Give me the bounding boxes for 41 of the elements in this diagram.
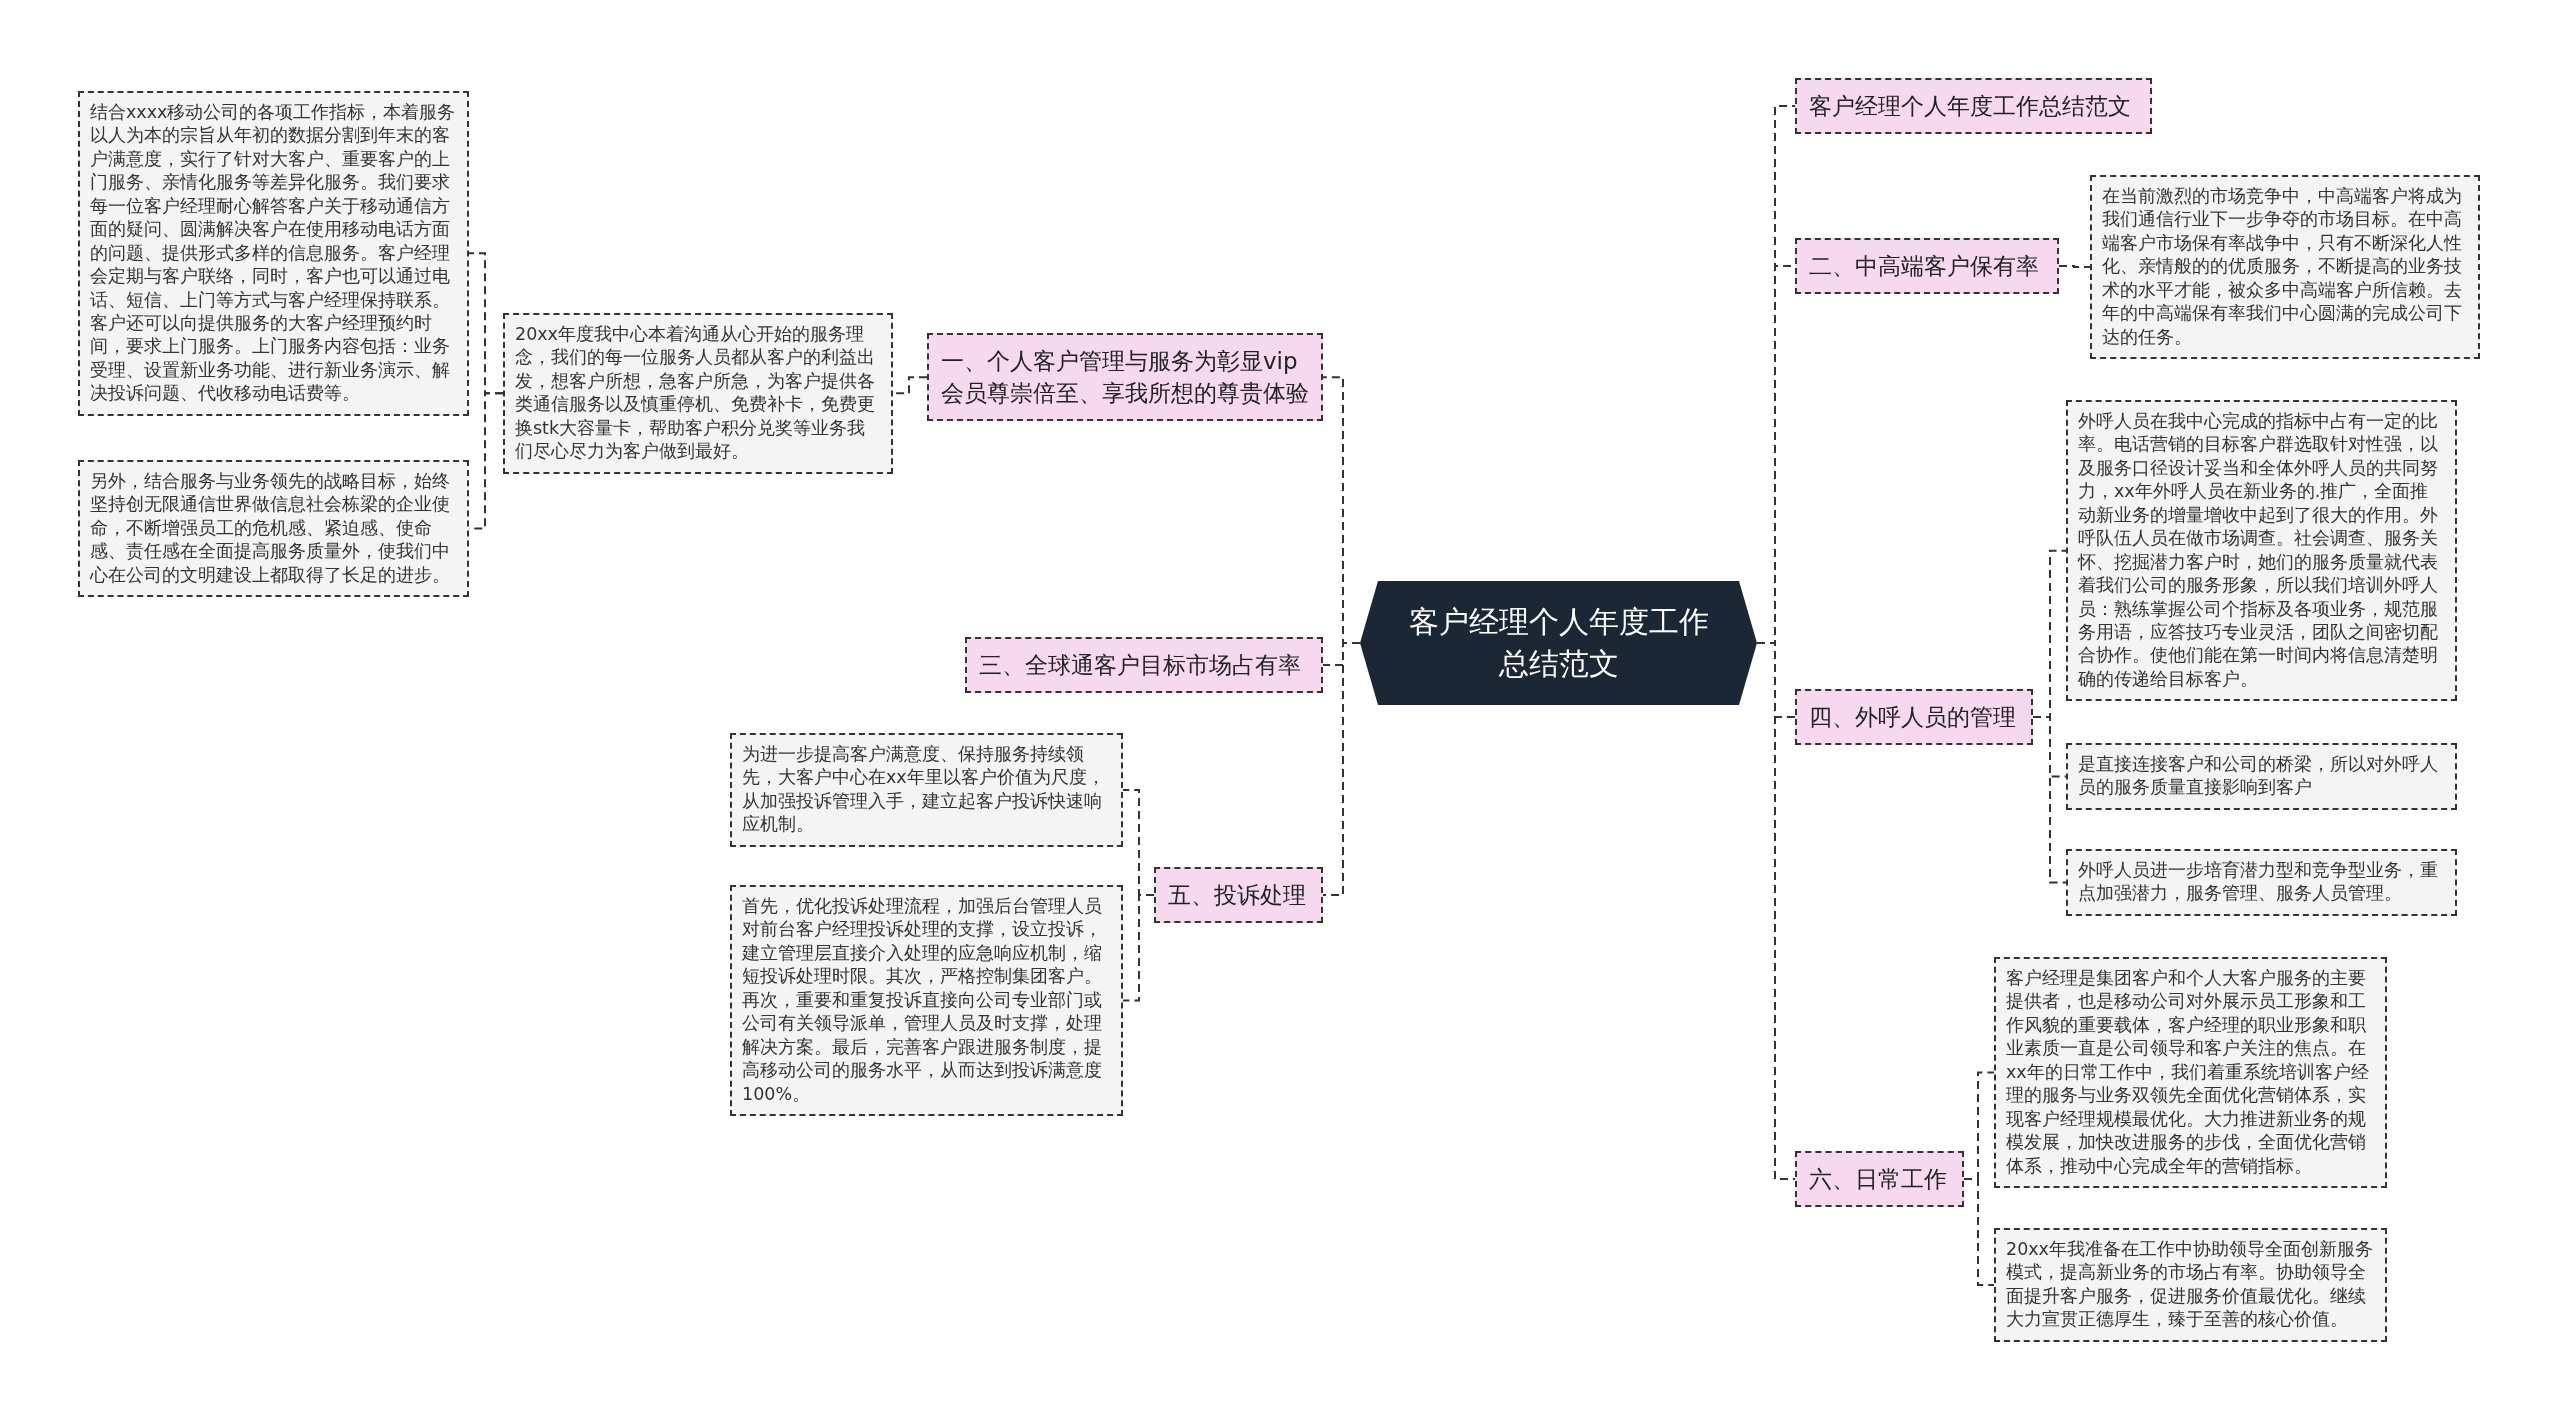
- topic-text: 客户经理个人年度工作总结范文: [1809, 92, 2132, 121]
- note-box: [730, 885, 1123, 1116]
- topic-text: 客户经理个人年度工作总结范文: [1407, 603, 1710, 683]
- connector: [1963, 1178, 1995, 1286]
- topic-box: [965, 637, 1323, 694]
- note-box: [730, 733, 1123, 847]
- note-box: [2090, 175, 2480, 360]
- note-box: [1994, 1228, 2387, 1342]
- topic-text: 在当前激烈的市场竞争中，中高端客户将成为我们通信行业下一步争夺的市场目标。在中高端客户市场保有率战争中，只有不断深化人性化、亲情般的的优质服务，不断提高的业务技术的水平才能，被众多中高端客户所信赖。去年的中高端保有率我们中心圆满的完成公司下达的任务。: [2102, 185, 2463, 349]
- topic-text: 为进一步提高客户满意度、保持服务持续领先，大客户中心在xx年里以客户价值为尺度，从加强投诉管理入手，建立起客户投诉快速响应机制。: [742, 743, 1106, 837]
- connector: [1322, 642, 1361, 897]
- topic-text: 二、中高端客户保有率: [1809, 252, 2040, 281]
- note-box: [1994, 957, 2387, 1188]
- topic-text: 结合xxxx移动公司的各项工作指标，本着服务以人为本的宗旨从年初的数据分割到年末的客户满意度，实行了针对大客户、重要客户的上门服务、亲情化服务等差异化服务。我们要求每一位客户经理耐心解答客户关于移动通信方面的疑问、圆满解决客户在使用移动电话方面的问题、提供形式多样的信息服务。客户经理会定期与客户联络，同时，客户也可以通过电话、短信、上门等方式与客户经理保持联系。客户还可以向提供服务的大客户经理预约时间，要求上门服务。上门服务内容包括：业务受理、设置新业务功能、进行新业务演示、解决投诉问题、代收移动电话费等。: [90, 101, 457, 406]
- note-box: [2066, 743, 2457, 810]
- topic-text: 五、投诉处理: [1168, 881, 1307, 910]
- note-box: [503, 313, 893, 474]
- connector: [1122, 894, 1155, 1002]
- topic-text: 客户经理是集团客户和个人大客户服务的主要提供者，也是移动公司对外展示员工形象和工作风貌的重要载体，客户经理的职业形象和职业素质一直是公司领导和客户关注的焦点。在xx年的日常工作中，我们着重系统培训客户经理的服务与业务双领先全面优化营销体系，实现客户经理规模最优化。大力推进新业务的规模发展，加快改进服务的步伐，全面优化营销体系，推动中心完成全年的营销指标。: [2006, 967, 2370, 1178]
- topic-box: [1795, 238, 2059, 295]
- topic-text: 一、个人客户管理与服务为彰显vip会员尊崇倍至、享我所想的尊贵体验: [941, 347, 1309, 409]
- topic-text: 20xx年我准备在工作中协助领导全面创新服务模式，提高新业务的市场占有率。协助领导全面提升客户服务，促进服务价值最优化。继续大力宣贯正德厚生，臻于至善的核心价值。: [2006, 1238, 2374, 1332]
- note-box: [2066, 849, 2457, 916]
- topic-text: 四、外呼人员的管理: [1809, 703, 2017, 732]
- topic-text: 三、全球通客户目标市场占有率: [979, 651, 1302, 680]
- topic-text: 是直接连接客户和公司的桥梁，所以对外呼人员的服务质量直接影响到客户: [2078, 753, 2439, 800]
- topic-text: 另外，结合服务与业务领先的战略目标，始终坚持创无限通信世界做信息社会栋梁的企业使命，不断增强员工的危机感、紧迫感、使命感、责任感在全面提高服务质量外，使我们中心在公司的文明建设上都取得了长足的进步。: [90, 470, 451, 587]
- topic-text: 20xx年度我中心本着沟通从心开始的服务理念，我们的每一位服务人员都从客户的利益出发，想客户所想，急客户所急，为客户提供各类通信服务以及慎重停机、免费补卡，免费更换stk大容量卡，帮助客户积分兑奖等业务我们尽心尽力为客户做到最好。: [515, 323, 876, 464]
- topic-text: 六、日常工作: [1809, 1165, 1948, 1194]
- topic-text: 首先，优化投诉处理流程，加强后台管理人员对前台客户经理投诉处理的支撑，设立投诉，建立管理层直接介入处理的应急响应机制，缩短投诉处理时限。其次，严格控制集团客户。再次，重要和重复投诉直接向公司专业部门或公司有关领导派单，管理人员及时支撑，处理解决方案。最后，完善客户跟进服务制度，提高移动公司的服务水平，从而达到投诉满意度100%。: [742, 895, 1103, 1106]
- topic-box: [1795, 689, 2033, 746]
- topic-text: 外呼人员在我中心完成的指标中占有一定的比率。电话营销的目标客户群选取针对性强，以及服务口径设计妥当和全体外呼人员的共同努力，xx年外呼人员在新业务的.推广，全面推动新业务的增量增收中起到了很大的作用。外呼队伍人员在做市场调查。社会调查、服务关怀、挖掘潜力客户时，她们的服务质量就代表着我们公司的服务形象，所以我们培训外呼人员：熟练掌握公司个指标及各项业务，规范服务用语，应答技巧专业灵活，团队之间密切配合协作。使他们能在第一时间内将信息清楚明确的传递给目标客户。: [2078, 410, 2439, 691]
- connector: [2058, 265, 2091, 269]
- connector: [2032, 716, 2067, 884]
- topic-box: [1795, 1151, 1964, 1208]
- topic-box: [1795, 78, 2152, 135]
- note-box: [78, 460, 469, 598]
- central-topic: [1360, 581, 1757, 705]
- topic-box: [927, 333, 1323, 422]
- topic-box: [1154, 867, 1323, 924]
- topic-text: 外呼人员进一步培育潜力型和竞争型业务，重点加强潜力，服务管理、服务人员管理。: [2078, 859, 2439, 906]
